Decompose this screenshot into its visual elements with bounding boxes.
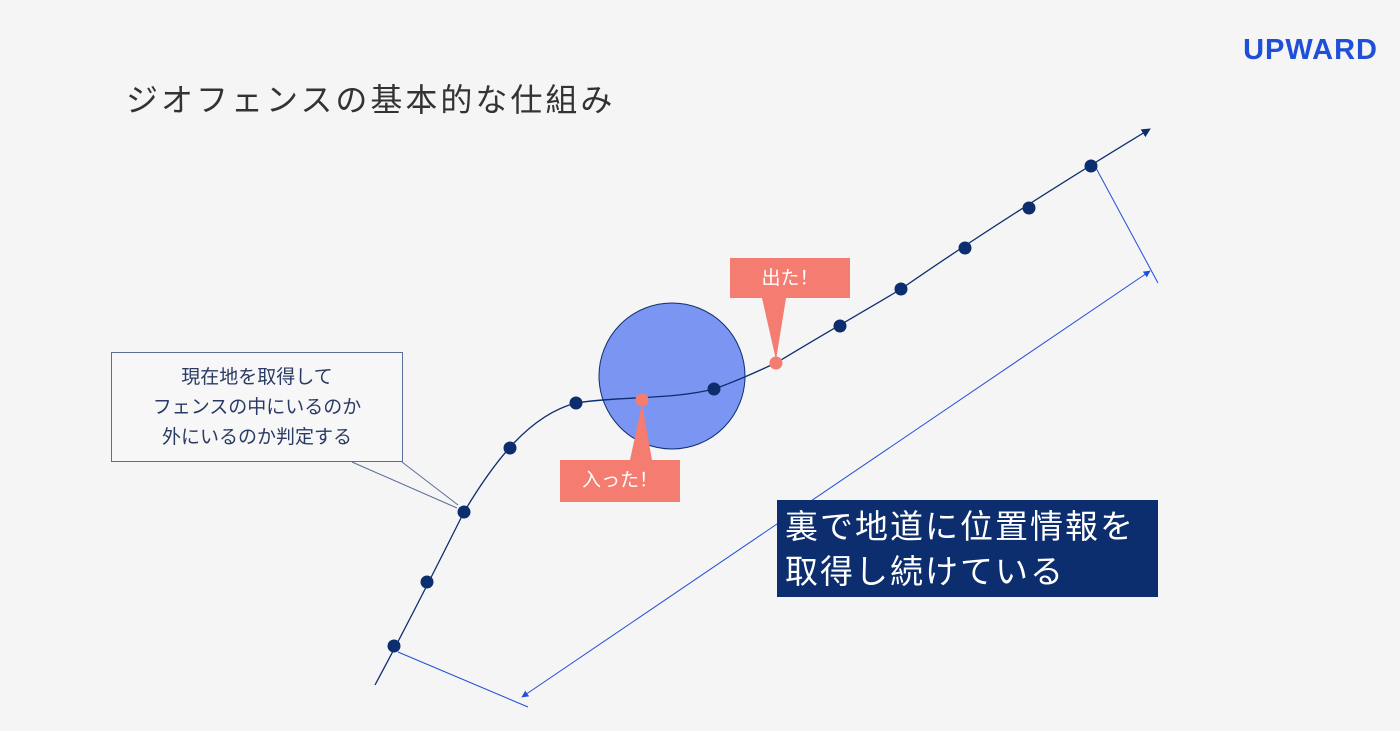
bracket-line-left: [397, 651, 529, 708]
enter-bubble: 入った！: [560, 460, 680, 502]
background-tracking-note: 裏で地道に位置情報を 取得し続けている: [777, 500, 1158, 597]
exit-event-point: [769, 356, 783, 370]
note-line: 裏で地道に位置情報を: [785, 506, 1135, 546]
interval-arrow: [521, 270, 1151, 698]
page-title: ジオフェンスの基本的な仕組み: [126, 81, 616, 119]
enter-event-point: [635, 393, 649, 407]
location-point: [894, 282, 908, 296]
enter-bubble-pointer: [630, 404, 652, 460]
location-point: [387, 639, 401, 653]
upward-logo: UPWARD: [1243, 34, 1378, 66]
location-point: [1084, 159, 1098, 173]
location-point: [833, 319, 847, 333]
location-point: [569, 396, 583, 410]
location-point: [420, 575, 434, 589]
callout-line: 現在地を取得して: [181, 366, 333, 388]
exit-bubble: 出た！: [730, 258, 850, 298]
callout-line: 外にいるのか判定する: [161, 426, 352, 448]
location-point: [503, 441, 517, 455]
note-line: 取得し続けている: [785, 551, 1065, 591]
location-point: [1022, 201, 1036, 215]
geofence-circle: [598, 302, 746, 450]
location-point: [958, 241, 972, 255]
callout-line: フェンスの中にいるのか: [152, 396, 362, 418]
location-point: [707, 382, 721, 396]
exit-bubble-pointer: [762, 298, 786, 360]
location-point: [457, 505, 471, 519]
callout-pointer-line: [401, 461, 459, 506]
location-points: [387, 159, 1098, 653]
callout-box: 現在地を取得して フェンスの中にいるのか 外にいるのか判定する: [111, 352, 403, 462]
callout-pointer-line: [351, 461, 458, 509]
bracket-line-right: [1095, 167, 1159, 284]
